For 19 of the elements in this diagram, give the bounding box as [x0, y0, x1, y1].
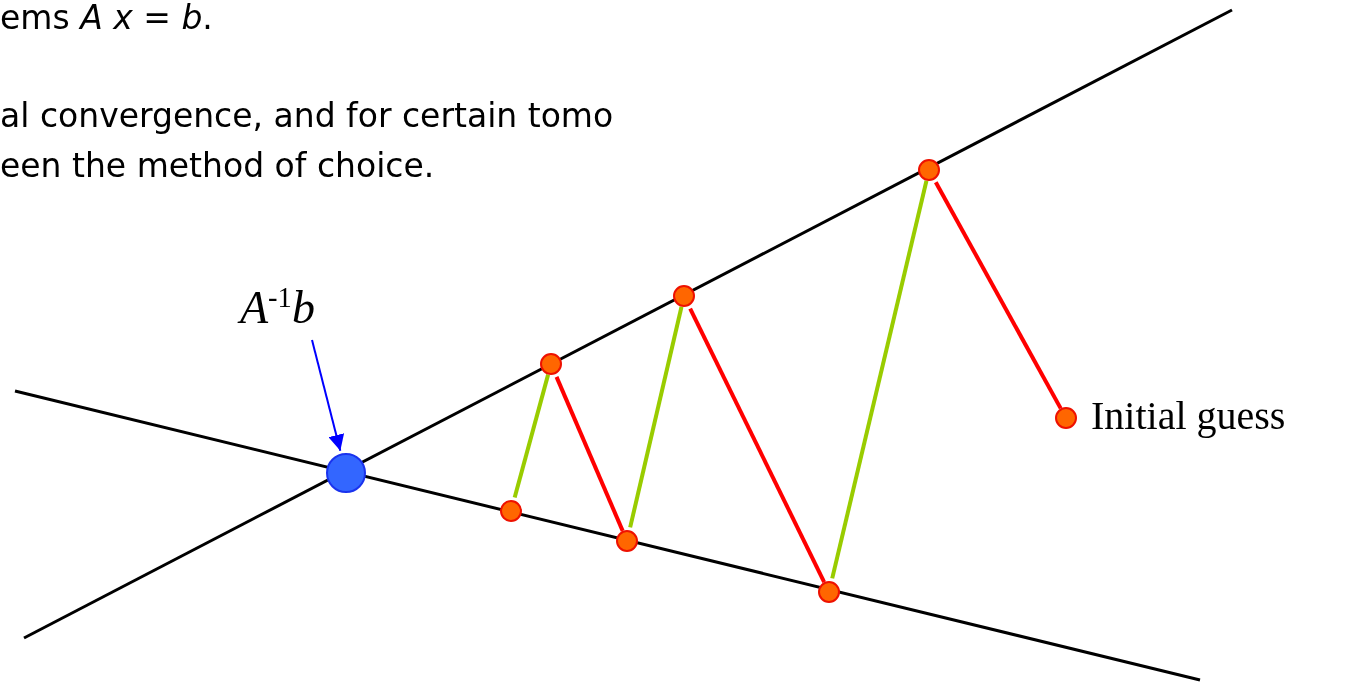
point-dot: [918, 159, 940, 181]
connector-line: [688, 307, 826, 583]
point-dot: [818, 581, 840, 603]
connector-line: [934, 181, 1063, 410]
connector-line: [628, 306, 684, 528]
point-label: Initial guess: [1091, 394, 1286, 438]
text-line: een the method of choice.: [0, 148, 435, 185]
text-line: al convergence, and for certain tomo: [0, 98, 614, 135]
arrow: [311, 339, 345, 452]
point-dot: [1055, 407, 1077, 429]
text-line: ems A x = b.: [0, 0, 213, 37]
point-dot: [673, 285, 695, 307]
connector-line: [512, 374, 551, 498]
connector-line: [554, 376, 625, 532]
point-dot: [540, 353, 562, 375]
point-dot: [500, 500, 522, 522]
point-dot: [616, 530, 638, 552]
point-dot: [326, 453, 366, 493]
connector-line: [830, 180, 929, 579]
